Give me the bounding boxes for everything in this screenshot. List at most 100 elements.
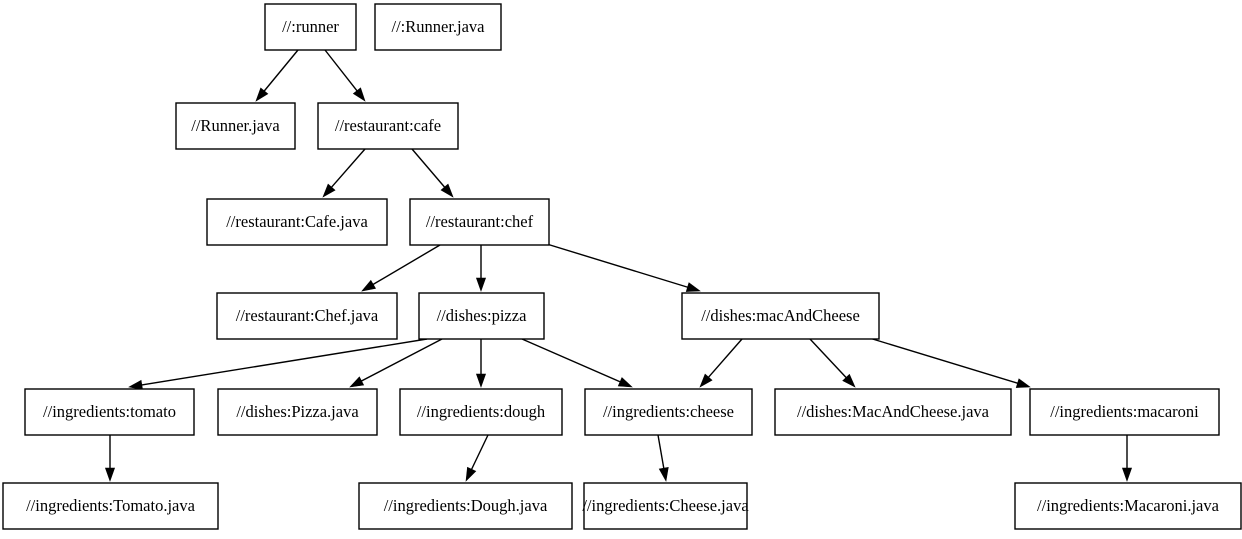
edge-line xyxy=(865,336,1020,385)
arrowhead-icon xyxy=(685,282,701,292)
edge-line xyxy=(411,148,447,189)
arrowhead-icon xyxy=(617,377,633,388)
arrowhead-icon xyxy=(440,183,454,198)
node-label: //ingredients:Dough.java xyxy=(384,496,548,515)
arrowhead-icon xyxy=(349,376,365,388)
edge-restaurant_cafe-to-restaurant_chef xyxy=(411,148,454,198)
edge-dishes_pizza-to-ing_cheese xyxy=(521,338,633,388)
node-label: //ingredients:Tomato.java xyxy=(26,496,196,515)
graph-node-ing_cheese[interactable]: //ingredients:cheese xyxy=(584,388,753,436)
graph-node-restaurant_cafe[interactable]: //restaurant:cafe xyxy=(317,102,459,150)
graph-node-dishes_macandcheese[interactable]: //dishes:macAndCheese xyxy=(681,292,880,340)
node-label: //ingredients:tomato xyxy=(43,402,176,421)
edges-layer xyxy=(104,49,1133,482)
arrowhead-icon xyxy=(255,87,269,102)
edge-dishes_pizza-to-dishes_pizza_java xyxy=(349,338,443,388)
edge-line xyxy=(324,49,359,93)
node-box[interactable] xyxy=(418,292,545,340)
edge-line xyxy=(536,240,690,289)
node-label: //restaurant:chef xyxy=(426,212,534,231)
node-box[interactable] xyxy=(583,482,748,530)
node-label: //Runner.java xyxy=(191,116,280,135)
edge-dishes_macandcheese-to-ing_cheese xyxy=(699,338,743,388)
graph-node-dishes_pizza_java[interactable]: //dishes:Pizza.java xyxy=(217,388,378,436)
node-label: //dishes:macAndCheese xyxy=(701,306,860,325)
node-box[interactable] xyxy=(774,388,1012,436)
edge-line xyxy=(330,148,366,189)
arrowhead-icon xyxy=(475,277,487,292)
edge-ing_macaroni-to-ing_macaroni_java xyxy=(1121,435,1133,482)
node-box[interactable] xyxy=(681,292,880,340)
edge-restaurant_chef-to-dishes_macandcheese xyxy=(536,240,701,292)
node-label: //dishes:pizza xyxy=(437,306,527,325)
graph-node-ing_dough_java[interactable]: //ingredients:Dough.java xyxy=(358,482,573,530)
node-box[interactable] xyxy=(399,388,563,436)
node-label: //:Runner.java xyxy=(391,17,485,36)
node-label: //ingredients:dough xyxy=(417,402,546,421)
graph-node-runner_java_root[interactable]: //:Runner.java xyxy=(374,3,502,51)
edge-line xyxy=(140,338,428,386)
edge-ing_tomato-to-ing_tomato_java xyxy=(104,435,116,482)
graph-node-ing_tomato_java[interactable]: //ingredients:Tomato.java xyxy=(2,482,219,530)
node-box[interactable] xyxy=(1029,388,1220,436)
arrowhead-icon xyxy=(1121,467,1133,482)
edge-line xyxy=(521,338,622,384)
graph-node-ing_macaroni_java[interactable]: //ingredients:Macaroni.java xyxy=(1014,482,1242,530)
arrowhead-icon xyxy=(475,373,487,388)
node-box[interactable] xyxy=(216,292,398,340)
node-label: //dishes:MacAndCheese.java xyxy=(797,402,990,421)
node-label: //ingredients:Cheese.java xyxy=(582,496,749,515)
graph-node-restaurant_chef[interactable]: //restaurant:chef xyxy=(409,198,550,246)
graph-node-ing_dough[interactable]: //ingredients:dough xyxy=(399,388,563,436)
arrowhead-icon xyxy=(322,183,336,198)
edge-dishes_macandcheese-to-ing_macaroni xyxy=(865,336,1031,388)
graph-node-ing_tomato[interactable]: //ingredients:tomato xyxy=(24,388,195,436)
graph-node-runner[interactable]: //:runner xyxy=(264,3,357,51)
node-box[interactable] xyxy=(24,388,195,436)
node-label: //restaurant:Chef.java xyxy=(236,306,379,325)
graph-node-ing_cheese_java[interactable]: //ingredients:Cheese.java xyxy=(582,482,749,530)
node-box[interactable] xyxy=(584,388,753,436)
arrowhead-icon xyxy=(361,279,377,292)
edge-dishes_macandcheese-to-dishes_macandcheese_java xyxy=(809,338,856,388)
graph-node-restaurant_cafe_java[interactable]: //restaurant:Cafe.java xyxy=(206,198,388,246)
node-box[interactable] xyxy=(175,102,296,150)
edge-ing_cheese-to-ing_cheese_java xyxy=(657,434,669,482)
node-box[interactable] xyxy=(409,198,550,246)
node-box[interactable] xyxy=(206,198,388,246)
edge-runner-to-restaurant_cafe xyxy=(324,49,366,102)
node-box[interactable] xyxy=(358,482,573,530)
node-box[interactable] xyxy=(264,3,357,51)
node-label: //restaurant:Cafe.java xyxy=(226,212,368,231)
graph-node-runner_java[interactable]: //Runner.java xyxy=(175,102,296,150)
node-box[interactable] xyxy=(217,388,378,436)
node-box[interactable] xyxy=(2,482,219,530)
node-label: //ingredients:Macaroni.java xyxy=(1037,496,1220,515)
graph-node-dishes_macandcheese_java[interactable]: //dishes:MacAndCheese.java xyxy=(774,388,1012,436)
edge-line xyxy=(657,434,665,470)
arrowhead-icon xyxy=(465,466,477,482)
node-label: //:runner xyxy=(282,17,339,36)
node-label: //dishes:Pizza.java xyxy=(236,402,359,421)
node-box[interactable] xyxy=(374,3,502,51)
edge-line xyxy=(707,338,743,379)
arrowhead-icon xyxy=(842,373,856,388)
node-label: //ingredients:macaroni xyxy=(1050,402,1199,421)
edge-restaurant_cafe-to-restaurant_cafe_java xyxy=(322,148,366,198)
node-box[interactable] xyxy=(1014,482,1242,530)
graph-node-dishes_pizza[interactable]: //dishes:pizza xyxy=(418,292,545,340)
node-label: //ingredients:cheese xyxy=(603,402,734,421)
nodes-layer: //:runner //:Runner.java //Runner.java //re… xyxy=(2,3,1242,530)
node-box[interactable] xyxy=(317,102,459,150)
arrowhead-icon xyxy=(104,467,116,482)
edge-restaurant_chef-to-dishes_pizza xyxy=(475,245,487,292)
arrowhead-icon xyxy=(1015,378,1031,388)
edge-ing_dough-to-ing_dough_java xyxy=(465,434,489,482)
graph-node-ing_macaroni[interactable]: //ingredients:macaroni xyxy=(1029,388,1220,436)
edge-line xyxy=(470,434,489,471)
edge-restaurant_chef-to-restaurant_chef_java xyxy=(361,244,441,292)
node-label: //restaurant:cafe xyxy=(335,116,441,135)
graph-node-restaurant_chef_java[interactable]: //restaurant:Chef.java xyxy=(216,292,398,340)
edge-line xyxy=(809,338,848,380)
